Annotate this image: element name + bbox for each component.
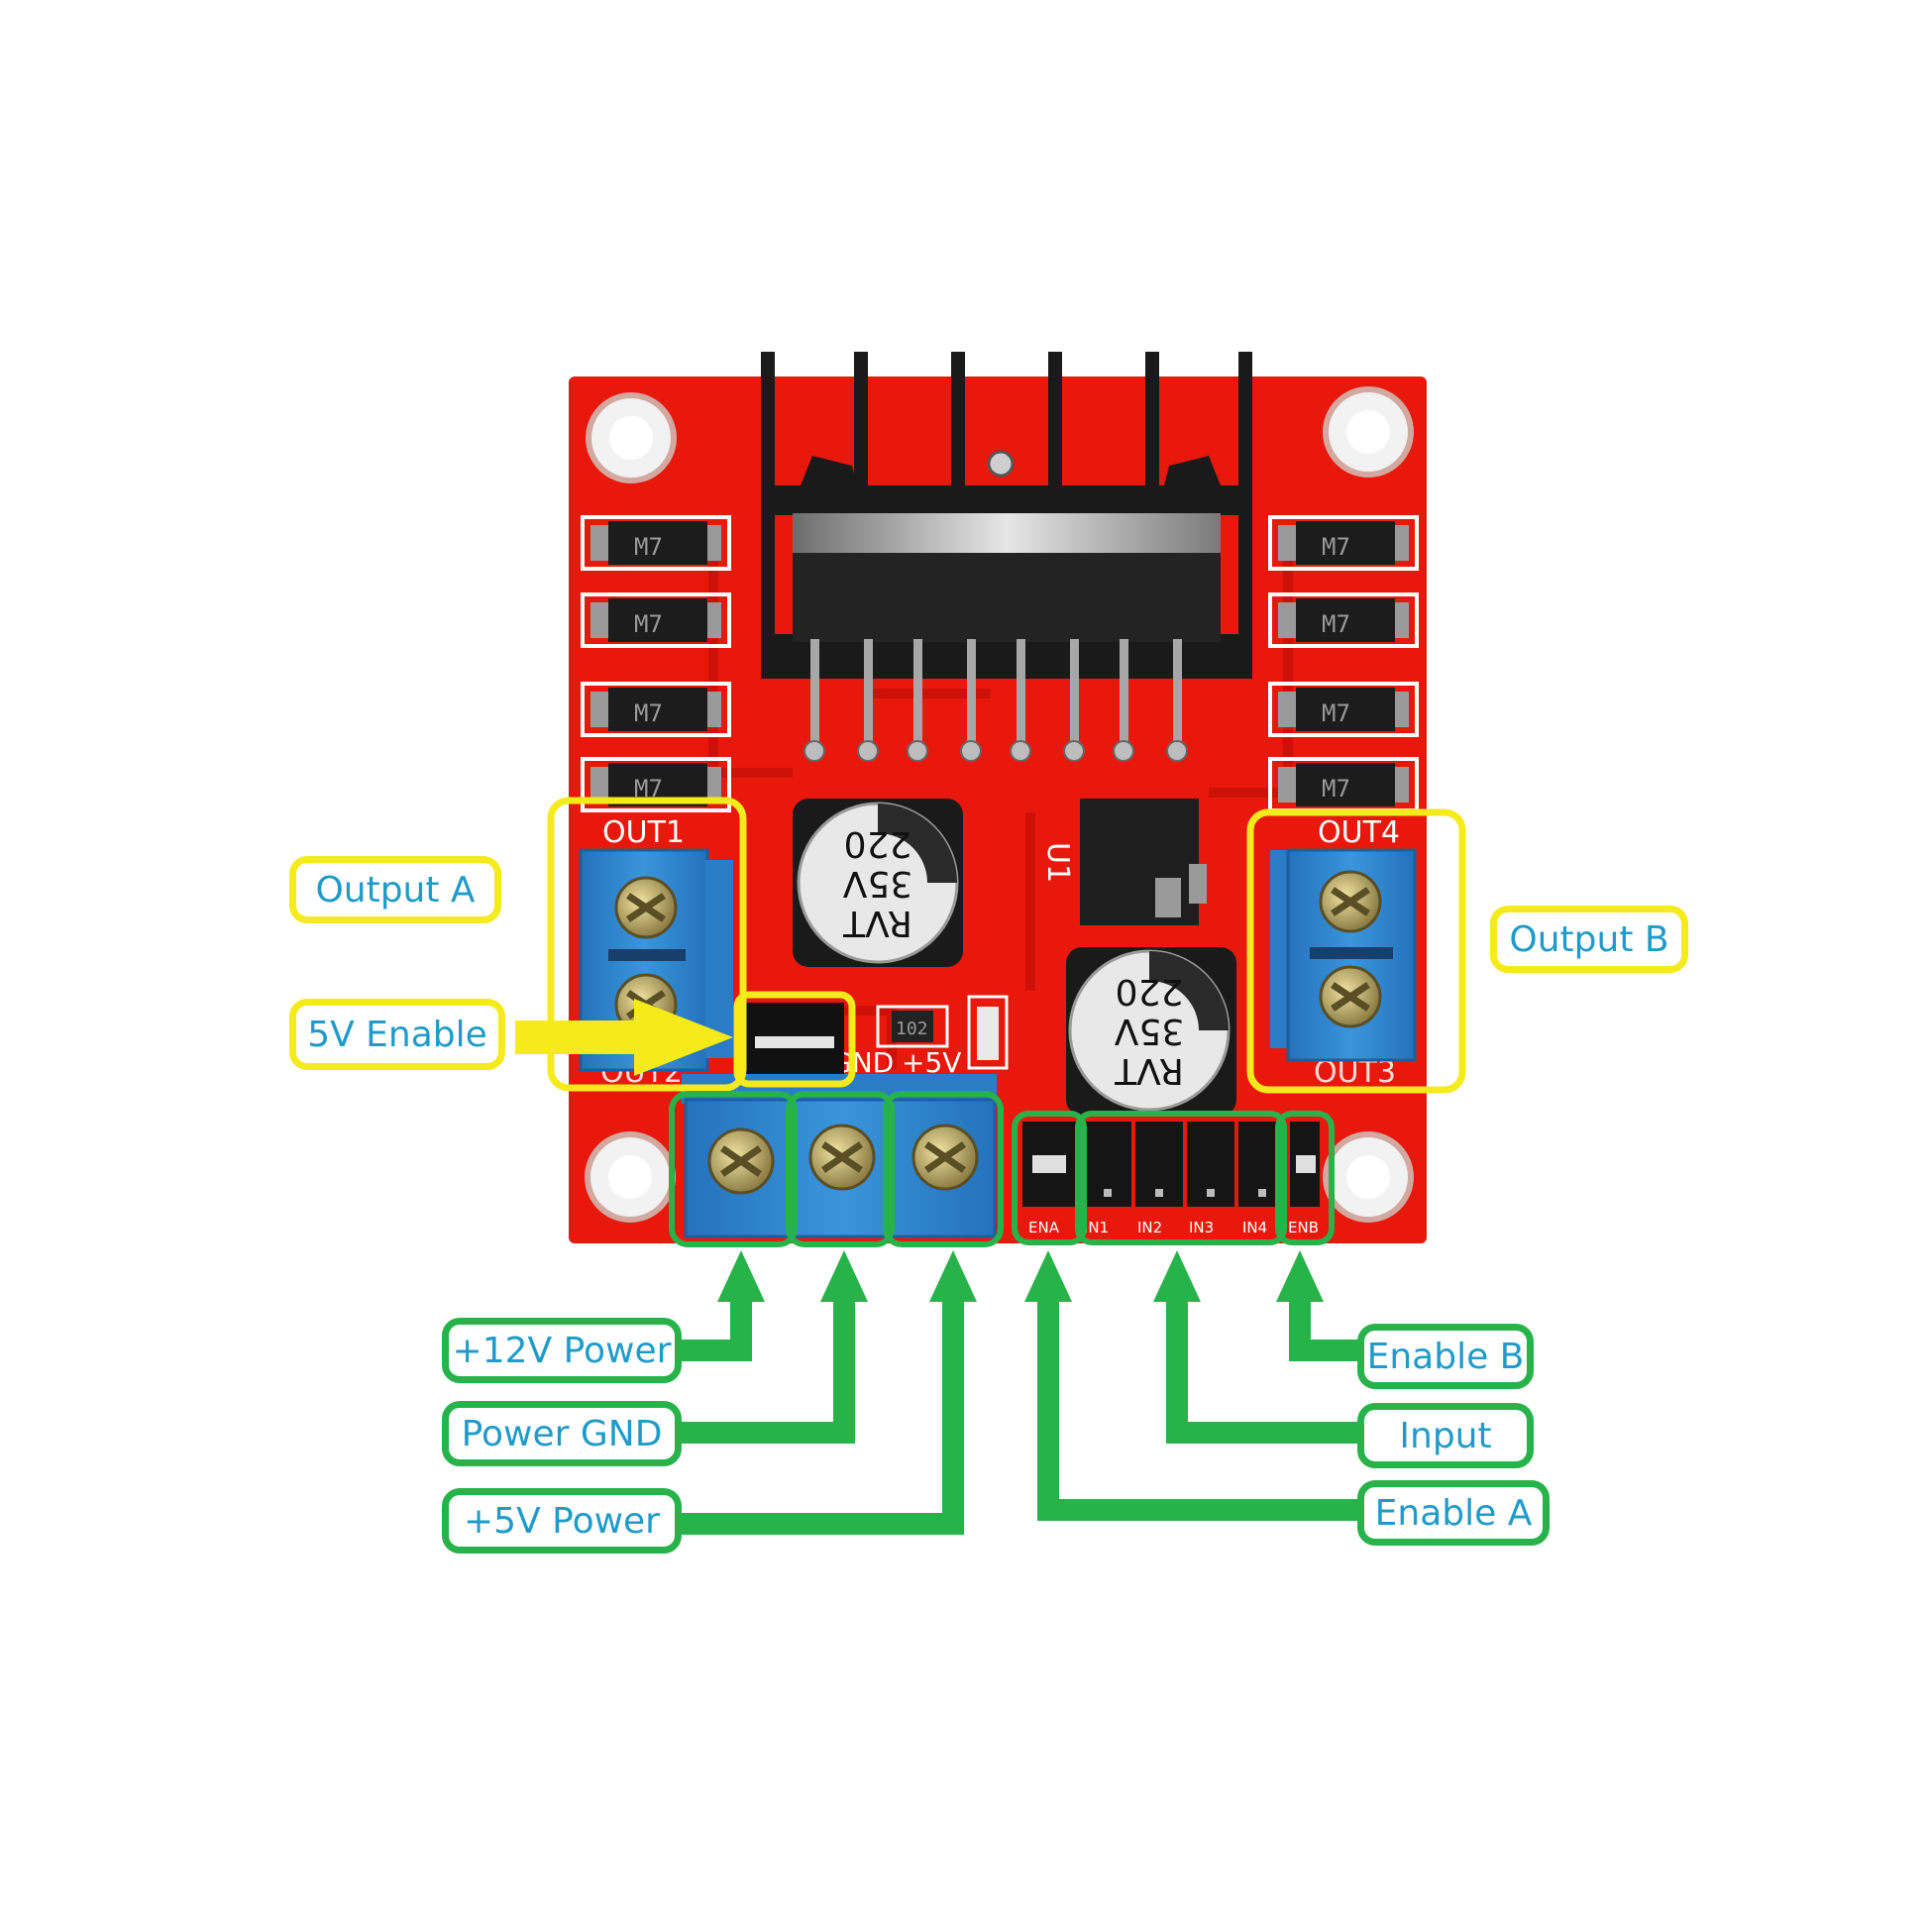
resistor-mark: 102 (896, 1019, 928, 1039)
cap2-text-voltage: 35V (1114, 1011, 1184, 1051)
callout-output-a: Output A (289, 856, 501, 923)
diode-mark: M7 (1322, 775, 1350, 803)
5v-enable-jumper (745, 1003, 844, 1076)
mounting-hole-icon (585, 1131, 676, 1223)
diode-mark: M7 (1322, 610, 1350, 638)
ena-highlight (1012, 1111, 1087, 1245)
screw-icon (911, 1124, 979, 1191)
silk-in1: IN1 (1084, 1219, 1109, 1236)
silk-enb: ENB (1288, 1219, 1319, 1236)
inputs-highlight (1075, 1111, 1287, 1245)
screw-icon (808, 1124, 876, 1191)
output-b-terminal (1270, 848, 1417, 1062)
enb-highlight (1275, 1111, 1335, 1245)
diodes-left: M7 M7 M7 M7 (581, 515, 731, 812)
callout-5v-enable: 5V Enable (289, 999, 505, 1070)
green-leader-arrows (680, 1288, 1359, 1535)
arrowhead-icons (717, 1250, 1324, 1302)
diode-mark: M7 (634, 533, 663, 561)
cap1-text-voltage: 35V (842, 863, 912, 904)
silk-plus5v: +5V (902, 1046, 961, 1079)
silk-in2: IN2 (1137, 1219, 1162, 1236)
silk-in4: IN4 (1242, 1219, 1267, 1236)
callout-input: Input (1357, 1403, 1534, 1468)
mounting-hole-icon (586, 392, 677, 483)
silk-out1: OUT1 (602, 815, 685, 850)
callout-5v-power: +5V Power (442, 1488, 682, 1554)
callout-output-b: Output B (1490, 906, 1688, 973)
diodes-right: M7 M7 M7 M7 (1268, 515, 1419, 812)
output-b-highlight (1246, 808, 1466, 1094)
cap2-text-rvt: RVT (1114, 1050, 1184, 1091)
screw-icon (1319, 965, 1382, 1028)
jumper-highlight (733, 991, 856, 1088)
power-5v-highlight (883, 1091, 1004, 1247)
power-12v-highlight (669, 1091, 798, 1247)
cap1-text-rvt: RVT (842, 903, 912, 943)
resistor: 102 (876, 1005, 949, 1048)
cap2-text-value: 220 (1116, 971, 1184, 1012)
diode-mark: M7 (1322, 699, 1350, 727)
silk-u1: U1 (1040, 842, 1075, 883)
cap1-text-value: 220 (844, 823, 912, 864)
mounting-hole-icon (1323, 1131, 1414, 1223)
power-terminal-block (682, 1074, 997, 1238)
power-led (967, 995, 1009, 1070)
capacitor-1: RVT 35V 220 (793, 799, 963, 967)
output-a-highlight (547, 797, 747, 1092)
mounting-hole-icon (1323, 386, 1414, 478)
control-header (1022, 1122, 1320, 1207)
voltage-regulator: U1 (1040, 799, 1207, 925)
callout-enable-b: Enable B (1357, 1324, 1534, 1389)
silk-ena: ENA (1028, 1219, 1060, 1236)
callout-enable-a: Enable A (1357, 1480, 1550, 1546)
silk-in3: IN3 (1189, 1219, 1214, 1236)
screw-icon (707, 1127, 775, 1195)
chip-pins (810, 639, 1182, 748)
l298n-driver-chip (793, 450, 1221, 642)
heatsink (761, 352, 1252, 679)
silk-out4: OUT4 (1318, 815, 1400, 850)
diode-mark: M7 (634, 610, 663, 638)
diode-mark: M7 (634, 699, 663, 727)
5v-enable-arrow-icon (515, 999, 733, 1076)
screw-icon (1319, 870, 1382, 933)
diode-mark: M7 (1322, 533, 1350, 561)
callout-power-gnd: Power GND (442, 1401, 682, 1466)
screw-icon (614, 876, 678, 939)
power-gnd-highlight (786, 1091, 895, 1247)
callout-12v-power: +12V Power (442, 1318, 682, 1383)
capacitor-2: RVT 35V 220 (1066, 947, 1236, 1116)
